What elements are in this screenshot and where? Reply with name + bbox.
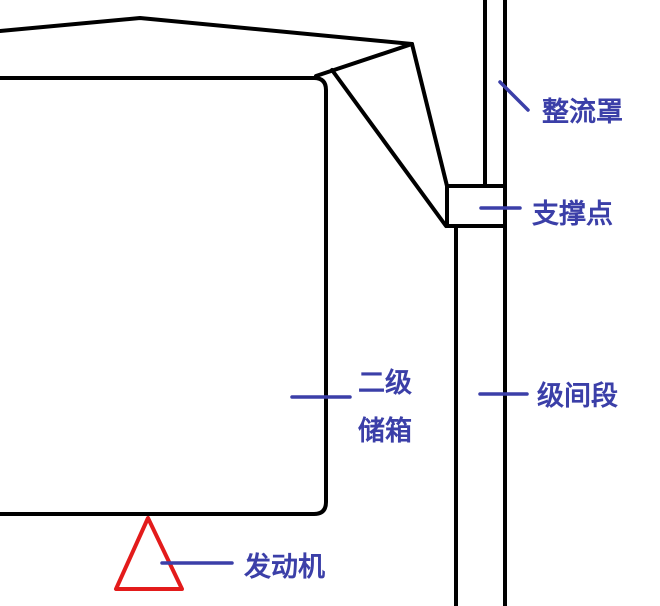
label-engine: 发动机 — [243, 551, 325, 583]
support-point-box — [445, 184, 507, 228]
label-support-point: 支撑点 — [532, 199, 613, 230]
second-stage-tank-outline — [0, 76, 328, 516]
label-second-stage-tank-line2: 储箱 — [358, 415, 412, 447]
label-fairing: 整流罩 — [542, 97, 623, 128]
structure-lines — [0, 0, 507, 606]
leader-fairing — [498, 80, 530, 112]
labels: 整流罩 支撑点 二级 储箱 级间段 发动机 — [243, 97, 623, 583]
strut-outer — [330, 68, 448, 228]
fairing-top-outline — [0, 16, 414, 78]
strut-inner — [410, 42, 449, 188]
label-interstage: 级间段 — [537, 380, 618, 412]
leader-lines — [160, 80, 530, 565]
engine-triangle-icon — [114, 516, 184, 591]
label-second-stage-tank-line1: 二级 — [358, 367, 412, 399]
